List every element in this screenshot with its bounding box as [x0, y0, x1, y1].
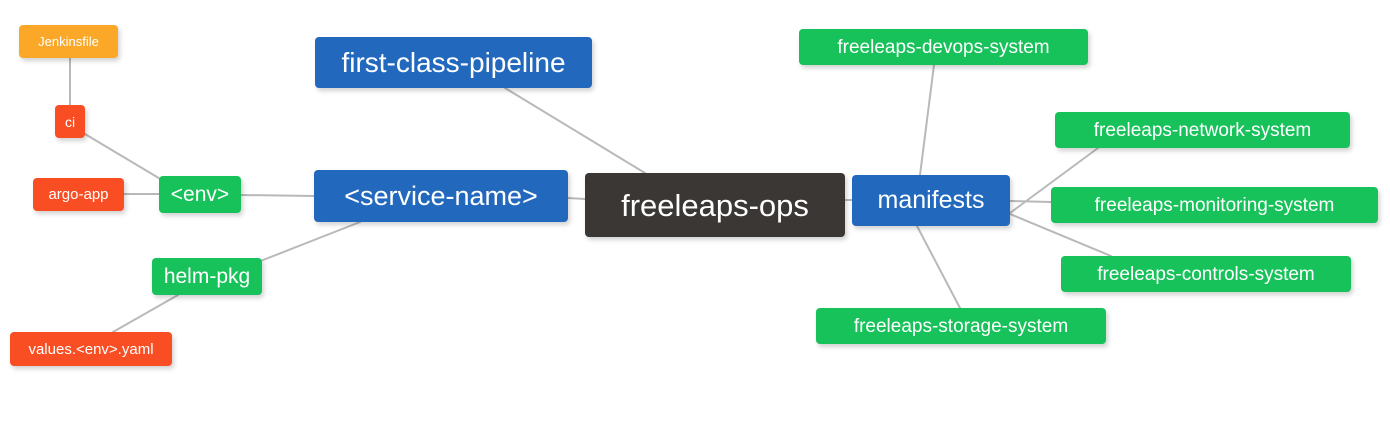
node-manifests[interactable]: manifests [852, 175, 1010, 226]
edge-ci-to-env [84, 133, 163, 181]
node-service-name[interactable]: <service-name> [314, 170, 568, 222]
node-label-values-yaml: values.<env>.yaml [28, 340, 154, 358]
node-values-yaml[interactable]: values.<env>.yaml [10, 332, 172, 366]
node-network-system[interactable]: freeleaps-network-system [1055, 112, 1350, 148]
node-controls-system[interactable]: freeleaps-controls-system [1061, 256, 1351, 292]
node-label-first-class-pipeline: first-class-pipeline [341, 46, 566, 78]
node-label-jenkinsfile: Jenkinsfile [38, 34, 99, 49]
node-argo-app[interactable]: argo-app [33, 178, 124, 211]
node-helm-pkg[interactable]: helm-pkg [152, 258, 262, 295]
node-first-class-pipeline[interactable]: first-class-pipeline [315, 37, 592, 88]
edge-env-to-service-name [240, 194, 315, 197]
node-label-controls-system: freeleaps-controls-system [1097, 263, 1315, 285]
node-label-service-name: <service-name> [344, 180, 538, 211]
edge-helm-pkg-to-service-name [257, 221, 361, 263]
node-label-argo-app: argo-app [48, 186, 109, 203]
edge-service-name-to-freeleaps-ops [567, 197, 586, 200]
edge-first-class-pipeline-to-freeleaps-ops [504, 87, 646, 174]
edge-manifests-to-storage-system [916, 225, 961, 309]
node-label-devops-system: freeleaps-devops-system [837, 36, 1050, 58]
node-label-freeleaps-ops: freeleaps-ops [621, 187, 809, 223]
node-freeleaps-ops[interactable]: freeleaps-ops [585, 173, 845, 237]
edge-manifests-to-monitoring-system [1009, 200, 1052, 203]
node-label-ci: ci [64, 113, 76, 130]
edge-manifests-to-devops-system [919, 64, 935, 176]
node-ci[interactable]: ci [55, 105, 85, 138]
node-label-monitoring-system: freeleaps-monitoring-system [1094, 194, 1335, 216]
node-monitoring-system[interactable]: freeleaps-monitoring-system [1051, 187, 1378, 223]
node-jenkinsfile[interactable]: Jenkinsfile [19, 25, 118, 58]
node-label-manifests: manifests [877, 186, 985, 214]
node-storage-system[interactable]: freeleaps-storage-system [816, 308, 1106, 344]
edge-values-yaml-to-helm-pkg [112, 294, 179, 333]
node-label-env: <env> [170, 183, 230, 206]
node-label-helm-pkg: helm-pkg [163, 265, 251, 288]
node-label-network-system: freeleaps-network-system [1093, 119, 1312, 141]
node-env[interactable]: <env> [159, 176, 241, 213]
node-label-storage-system: freeleaps-storage-system [853, 315, 1069, 337]
node-devops-system[interactable]: freeleaps-devops-system [799, 29, 1088, 65]
